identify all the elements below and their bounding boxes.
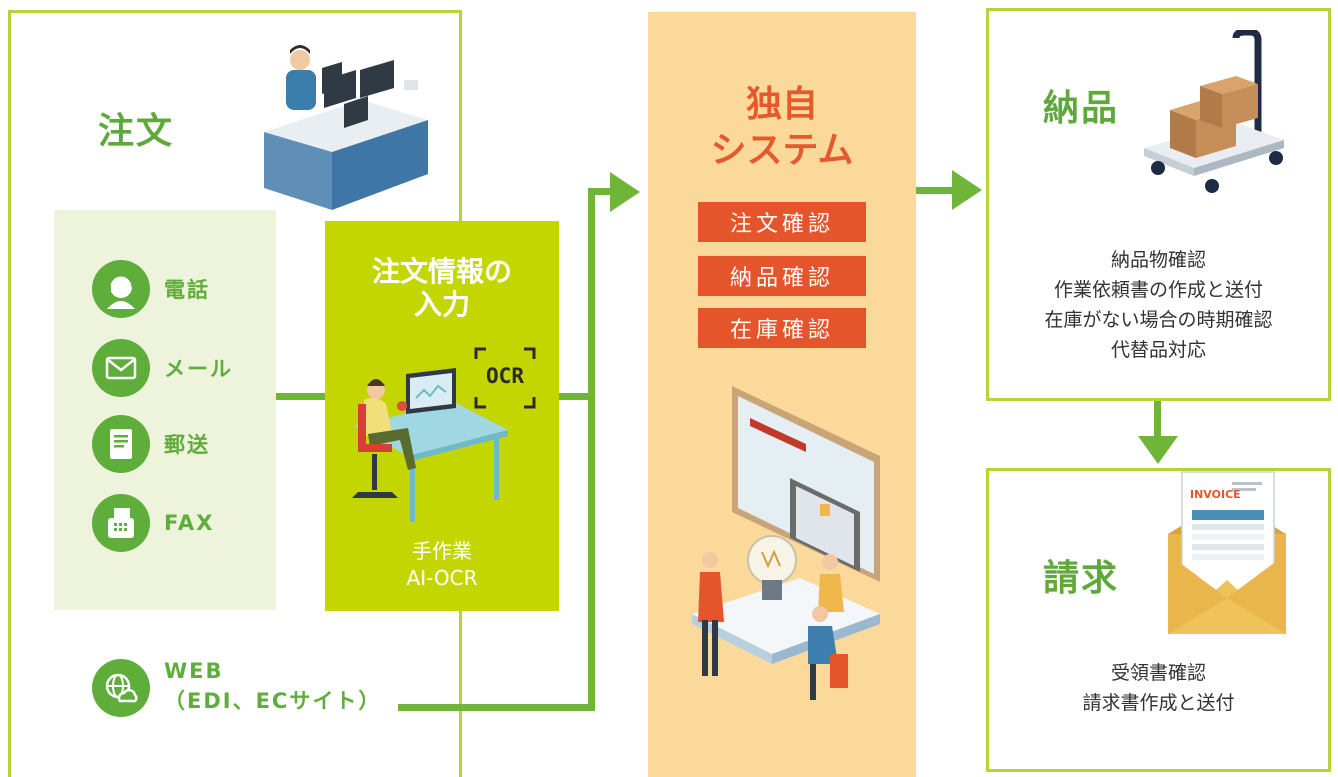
fax-machine-icon — [92, 494, 150, 552]
order-channel-panel — [54, 210, 276, 610]
web-label-line2: （EDI、ECサイト） — [164, 689, 382, 713]
delivery-section-frame — [986, 8, 1331, 401]
order-title: 注文 — [98, 111, 175, 152]
worker-at-desk-illustration — [352, 368, 508, 522]
channels-to-input-connector — [276, 393, 325, 400]
envelope-icon — [92, 339, 150, 397]
delivery-task: 代替品対応 — [1110, 339, 1206, 361]
channel-label: 電話 — [164, 278, 210, 302]
input-title-line2: 入力 — [413, 288, 470, 321]
channel-post: 郵送 — [92, 414, 210, 474]
invoice-envelope-illustration — [1168, 471, 1286, 634]
check-order-tag: 注文確認 — [698, 202, 866, 242]
system-title: 独自 システム — [648, 82, 916, 174]
operator-desk-illustration — [264, 45, 428, 210]
system-title-line1: 独自 — [745, 84, 818, 125]
delivery-title: 納品 — [1043, 88, 1120, 129]
input-method-line1: 手作業 — [412, 539, 472, 563]
system-title-line2: システム — [710, 130, 854, 171]
invoice-task: 請求書作成と送付 — [1082, 692, 1235, 714]
ocr-bracket-icon — [474, 347, 536, 409]
arrow-down-icon — [1138, 436, 1178, 464]
channel-web — [92, 658, 150, 718]
channel-label: メール — [164, 357, 233, 381]
check-stock-tag: 在庫確認 — [698, 308, 866, 348]
invoice-doc-label: INVOICE — [1190, 488, 1241, 501]
invoice-task: 受領書確認 — [1110, 662, 1206, 684]
invoice-section-frame — [986, 468, 1331, 772]
team-idea-illustration — [692, 386, 880, 700]
input-method: 手作業 AI-OCR — [325, 538, 559, 592]
input-method-line2: AI-OCR — [406, 566, 478, 590]
channel-email: メール — [92, 338, 233, 398]
delivery-task: 作業依頼書の作成と送付 — [1053, 279, 1263, 301]
headset-operator-icon — [92, 260, 150, 318]
vertical-trunk-connector — [588, 188, 595, 711]
delivery-to-invoice-connector — [1154, 401, 1161, 441]
system-to-delivery-connector — [916, 187, 958, 194]
web-to-system-connector — [398, 704, 595, 711]
channel-label: FAX — [164, 511, 215, 535]
mail-document-icon — [92, 415, 150, 473]
invoice-task-list: 受領書確認 請求書作成と送付 — [989, 658, 1328, 718]
channel-label: 郵送 — [164, 433, 210, 457]
ocr-label: OCR — [486, 364, 524, 388]
web-channel-label: WEB （EDI、ECサイト） — [164, 656, 381, 716]
delivery-task-list: 納品物確認 作業依頼書の作成と送付 在庫がない場合の時期確認 代替品対応 — [989, 245, 1328, 365]
check-delivery-tag: 納品確認 — [698, 256, 866, 296]
delivery-task: 在庫がない場合の時期確認 — [1044, 309, 1273, 331]
trunk-top-connector — [588, 188, 614, 195]
delivery-task: 納品物確認 — [1110, 249, 1206, 271]
web-label-line1: WEB — [164, 659, 224, 683]
arrow-right-icon — [610, 172, 640, 212]
input-title-line1: 注文情報の — [371, 255, 512, 288]
channel-phone: 電話 — [92, 259, 210, 319]
globe-cloud-icon — [92, 659, 150, 717]
cart-boxes-illustration — [1144, 30, 1284, 193]
channel-fax: FAX — [92, 493, 214, 553]
input-to-system-connector — [559, 393, 595, 400]
invoice-title: 請求 — [1043, 558, 1120, 599]
arrow-right-icon — [952, 170, 982, 210]
ocr-badge: OCR — [474, 347, 536, 409]
